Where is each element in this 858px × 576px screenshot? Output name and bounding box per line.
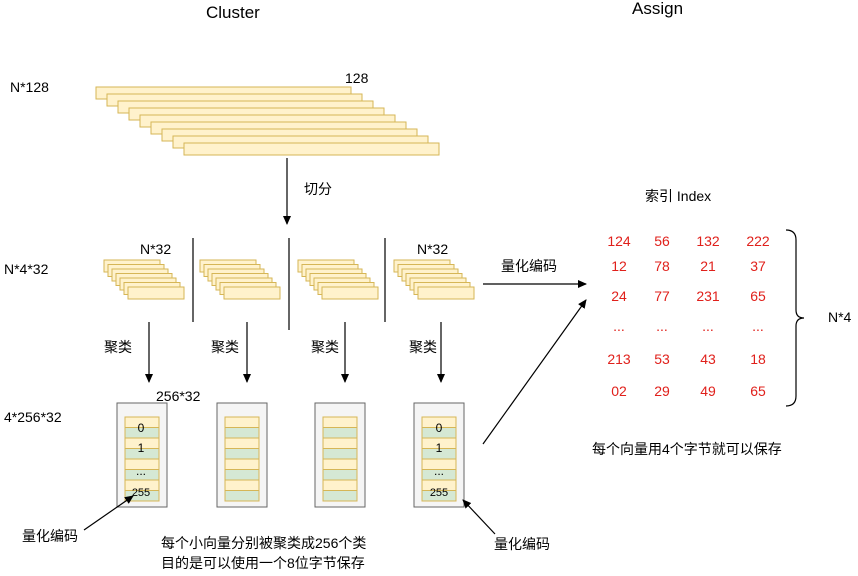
index-size-label: N*4: [828, 309, 852, 325]
codebook-size-label: 256*32: [156, 388, 201, 404]
index-cell: 132: [696, 233, 720, 249]
index-cell: 78: [654, 258, 670, 274]
split-label: 切分: [304, 181, 332, 197]
n128-label: N*128: [10, 79, 49, 95]
sub-vector-bar: [223, 286, 281, 300]
index-cell: 231: [696, 288, 720, 304]
codebook-entry: [322, 490, 358, 502]
codebook-entry: [224, 448, 260, 460]
codebook-entry: [224, 416, 260, 428]
codebook-entry: [224, 469, 260, 481]
codebook1-entry-dots: ...: [136, 464, 146, 478]
index-cell: 65: [750, 383, 766, 399]
codebook-entry: [224, 490, 260, 502]
index-cell: 29: [654, 383, 670, 399]
sub-vector-bar: [321, 286, 379, 300]
index-cell: 65: [750, 288, 766, 304]
codebook-entry: [224, 479, 260, 491]
center-note-line2: 目的是可以使用一个8位字节保存: [161, 555, 365, 571]
cluster-label-4: 聚类: [409, 339, 437, 355]
cluster-title: Cluster: [206, 3, 260, 22]
sub-vector-stacks: [103, 259, 475, 300]
encode-arrow-left: [83, 495, 134, 531]
codebook4-entry-255: 255: [430, 487, 448, 499]
index-cell: ...: [702, 318, 714, 334]
center-note-line1: 每个小向量分别被聚类成256个类: [161, 535, 366, 551]
sub-dim-label-left: N*32: [140, 241, 171, 257]
codebook1-entry-1: 1: [138, 441, 145, 455]
index-cell: ...: [752, 318, 764, 334]
encode-arrow-right: [462, 499, 496, 535]
codebook1-entry-255: 255: [132, 487, 150, 499]
codebooks: [116, 402, 465, 508]
encode-label-top: 量化编码: [501, 258, 557, 274]
index-cell: 53: [654, 351, 670, 367]
assign-title: Assign: [632, 0, 683, 18]
index-cell: ...: [613, 318, 625, 334]
top-vector-stack: [95, 86, 440, 156]
index-cell: 77: [654, 288, 670, 304]
index-cell: 222: [746, 233, 770, 249]
encode-arrow-diagonal: [482, 299, 587, 445]
sub-dim-label-right: N*32: [417, 241, 448, 257]
sub-vector-bar: [127, 286, 185, 300]
codebook-entry: [421, 490, 457, 502]
codebook1-entry-0: 0: [138, 421, 145, 435]
top-vector-bar: [183, 142, 440, 156]
cluster-label-3: 聚类: [311, 339, 339, 355]
codebook-entry: [224, 458, 260, 470]
index-cell: 49: [700, 383, 716, 399]
k256x32-label: 4*256*32: [4, 409, 62, 425]
cluster-label-2: 聚类: [211, 339, 239, 355]
index-cell: 56: [654, 233, 670, 249]
sub-vector-bar: [417, 286, 475, 300]
codebook-entry: [224, 427, 260, 439]
index-cell: 37: [750, 258, 766, 274]
index-cell: 43: [700, 351, 716, 367]
index-cell: 124: [607, 233, 631, 249]
index-cell: 12: [611, 258, 627, 274]
codebook-entry: [322, 416, 358, 428]
codebook-entry: [322, 427, 358, 439]
index-cell: 02: [611, 383, 627, 399]
index-cell: 24: [611, 288, 627, 304]
codebook-entry: [322, 458, 358, 470]
codebook4-entry-0: 0: [436, 421, 443, 435]
index-brace: [785, 229, 805, 407]
n4x32-label: N*4*32: [4, 261, 49, 277]
index-cell: 213: [607, 351, 631, 367]
codebook4-entry-1: 1: [436, 441, 443, 455]
codebook-entry: [224, 437, 260, 449]
index-title: 索引 Index: [645, 188, 711, 204]
index-note: 每个向量用4个字节就可以保存: [592, 441, 782, 457]
codebook-entry: [322, 469, 358, 481]
codebook-entry: [322, 448, 358, 460]
codebook-entry: [322, 479, 358, 491]
codebook-entry: [322, 437, 358, 449]
index-grid: 124 56 132 222 12 78 21 37 24 77 231 65............…: [607, 233, 770, 399]
index-cell: ...: [656, 318, 668, 334]
encode-label-left: 量化编码: [22, 528, 78, 544]
cluster-label-1: 聚类: [104, 339, 132, 355]
top-dim-label: 128: [345, 70, 369, 86]
encode-label-right: 量化编码: [494, 536, 550, 552]
codebook4-entry-dots: ...: [434, 464, 444, 478]
index-cell: 21: [700, 258, 716, 274]
index-cell: 18: [750, 351, 766, 367]
